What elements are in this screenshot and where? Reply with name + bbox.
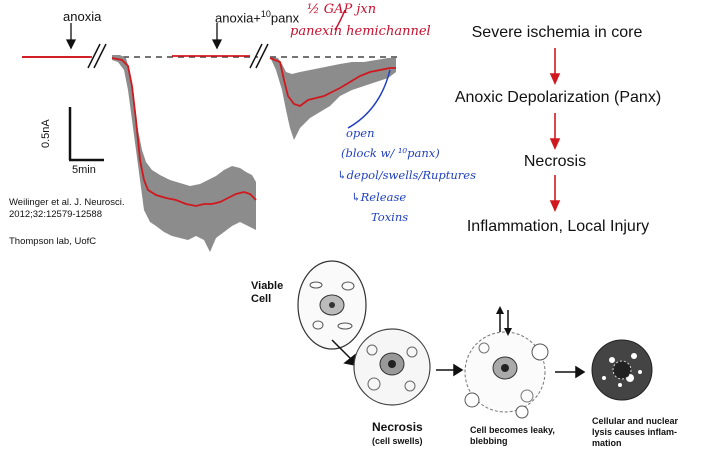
flow-arrows [549,48,561,212]
scale-label-time: 5min [72,164,96,176]
flow-step-inflammation: Inflammation, Local Injury [466,218,650,235]
annotation-red-arrow [334,9,346,31]
annotation-block: (block w/ ¹⁰panx) [341,146,440,160]
cell-arrow-3 [555,365,586,379]
label-lysis: Cellular and nuclear lysis causes inflam… [592,416,679,448]
scale-bar [68,107,104,162]
trace-mean-right [269,57,396,108]
citation-line-1: Weilinger et al. J. Neurosci. [9,197,125,208]
flow-step-ischemia: Severe ischemia in core [471,24,643,41]
viable-cell-illustration [297,260,367,350]
label-cell-leaky: Cell becomes leaky, blebbing [470,425,555,446]
lysed-cell-illustration [591,339,653,401]
label-anoxia: anoxia [63,9,102,24]
annotation-pannexin-hemichannel: panexin hemichannel [290,24,431,39]
label-anoxia-panx-prefix: anoxia+ [215,10,261,26]
axis-break-left [87,43,107,69]
annotation-release: ↳Release [351,190,407,204]
flow-step-necrosis: Necrosis [523,153,587,170]
cell-arrow-2 [436,363,464,377]
flow-step-anoxic-depolarization: Anoxic Depolarization (Panx) [454,89,662,106]
trace-band-left [112,55,256,252]
trace-band-right [270,57,396,140]
stim-arrow-anoxia [65,23,77,50]
axis-break-right [249,43,269,69]
leaky-cell-illustration [464,306,549,419]
label-viable-cell: Viable Cell [251,280,284,305]
annotation-gap-junction: ½ GAP jxn [307,2,377,17]
citation-lab: Thompson lab, UofC [9,236,97,247]
annotation-open: open [346,126,375,140]
label-anoxia-panx-sup: 10 [260,9,271,19]
annotation-blue-arrow [347,69,391,129]
citation-line-2: 2012;32:12579-12588 [9,209,102,220]
label-cell-swells: (cell swells) [372,436,423,446]
annotation-depol: ↳depol/swells/Ruptures [337,168,476,182]
label-anoxia-panx-suffix: panx [270,10,300,26]
stim-arrow-anoxia-panx [211,23,223,50]
scale-label-current: 0.5nA [40,119,52,148]
label-necrosis: Necrosis [372,420,423,434]
label-anoxia-panx: anoxia+10panx [215,9,299,25]
annotation-toxins: Toxins [371,210,409,224]
necrosis-cell-illustration [353,328,431,406]
